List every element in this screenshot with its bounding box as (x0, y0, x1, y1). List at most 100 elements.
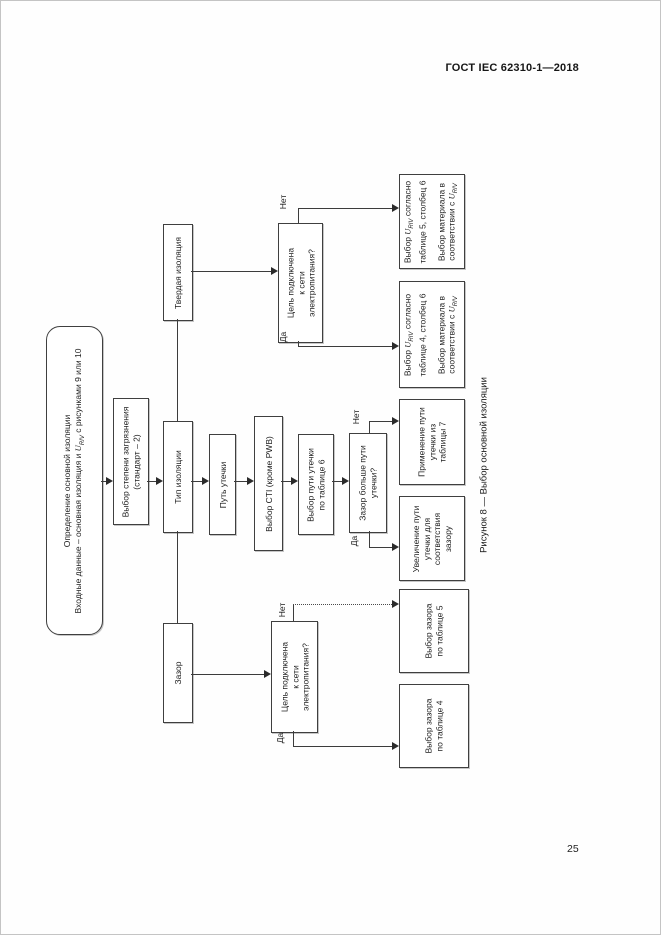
flow-node-apply-creepage-table7-text: Применение пути утечки из таблицы 7 (416, 401, 448, 483)
flow-node-cti-selection-text: Выбор CTI (кроме PWB) (263, 419, 274, 549)
text-segment: Выбор (402, 347, 413, 376)
flow-node-creepage-table6-text: Выбор пути утечки по таблице 6 (306, 436, 327, 533)
page-number: 25 (567, 843, 579, 855)
connector-decision-clearance-yes (369, 547, 392, 548)
voltage-symbol-subscript: RIV (453, 182, 460, 193)
voltage-symbol: U (402, 228, 413, 235)
connector-clearance-decision (191, 674, 264, 675)
flow-node-increase-creepage: Увеличение пути утечки для соответствия … (399, 496, 465, 581)
connector-decision-clearance-no-stub (369, 421, 370, 433)
text-line: таблице 4, столбец 6 (417, 292, 428, 377)
branch-label-yes: Да (278, 331, 288, 343)
text-line: Выбор URIV согласно (402, 283, 417, 386)
text-segment: соответствии с (446, 311, 457, 374)
voltage-symbol-subscript: RIV (409, 218, 415, 229)
arrowhead (247, 477, 254, 485)
text-segment: с рисунками 9 или 10 (72, 348, 83, 435)
flow-node-insulation-type: Тип изоляции (163, 421, 193, 533)
arrowhead (392, 742, 399, 750)
text-line: Выбор зазора (423, 698, 434, 754)
text-line: зазору (442, 525, 453, 552)
flow-decision-clearance-greater-text: Зазор больше пути утечки? (358, 435, 379, 531)
text-line: электропитания? (305, 249, 316, 317)
flow-node-start-text: Определение основной изоляции Входные да… (62, 331, 88, 631)
connector-trunk-solid (177, 319, 178, 421)
arrowhead (392, 543, 399, 551)
flow-node-clearance-table5-text: Выбор зазора по таблице 5 (424, 591, 445, 671)
connector-pollution-type (147, 481, 156, 482)
text-line: Цель подключена (278, 641, 289, 713)
text-line: по таблице 4 (434, 700, 444, 752)
flow-node-select-u-table4-text: Выбор URIV согласно таблице 4, столбец 6… (402, 283, 461, 386)
connector-decision-clearance-yes-stub (369, 531, 370, 547)
voltage-symbol: U (446, 305, 457, 312)
arrowhead (271, 267, 278, 275)
flow-decision-mains-clearance-text: Цель подключена к сети электропитания? (279, 623, 311, 731)
flow-decision-mains-clearance: Цель подключена к сети электропитания? (271, 621, 318, 733)
connector-mains-clearance-yes (293, 746, 392, 747)
voltage-symbol: U (72, 444, 83, 451)
text-line: соответствии с URIV (447, 283, 462, 386)
branch-label-yes: Да (349, 535, 359, 547)
arrowhead (392, 204, 399, 212)
connector-mains-clearance-yes-stub (293, 731, 294, 746)
text-line: таблице 5, столбец 6 (417, 179, 428, 264)
flow-node-apply-creepage-table7: Применение пути утечки из таблицы 7 (399, 399, 465, 485)
voltage-symbol-subscript: RIV (409, 331, 415, 342)
connector-mains-clearance-no-stub (293, 604, 294, 621)
text-line: таблицы 7 (437, 421, 448, 463)
branch-label-no: Нет (277, 602, 287, 618)
voltage-symbol: U (446, 192, 457, 199)
text-segment: согласно (402, 293, 413, 332)
voltage-symbol-subscript: RIV (453, 295, 460, 306)
connector-decision-clearance-no (369, 421, 392, 422)
text-line: Применение пути (416, 407, 427, 477)
arrowhead (156, 477, 163, 485)
flow-node-start: Определение основной изоляции Входные да… (46, 326, 103, 635)
flow-node-creepage-table6: Выбор пути утечки по таблице 6 (298, 434, 334, 535)
flow-node-solid-insulation: Твердая изоляция (163, 224, 193, 321)
flow-decision-mains-solid-text: Цель подключена к сети электропитания? (285, 225, 317, 341)
connector-creepage-cti (234, 481, 247, 482)
connector-start-pollution (101, 481, 106, 482)
flow-decision-mains-solid: Цель подключена к сети электропитания? (278, 223, 323, 343)
arrowhead (392, 600, 399, 608)
connector-cti-table6 (281, 481, 291, 482)
flow-node-cti-selection: Выбор CTI (кроме PWB) (254, 416, 283, 551)
text-line: (стандарт – 2) (131, 433, 141, 490)
document-header-title: ГОСТ IEC 62310-1—2018 (445, 62, 579, 74)
flow-node-clearance-table4: Выбор зазора по таблице 4 (399, 684, 469, 768)
text-segment: Входные данные – основная изоляция и (72, 450, 83, 613)
text-segment: соответствии с (446, 198, 457, 261)
branch-label-yes: Да (275, 732, 285, 744)
connector-type-creepage (191, 481, 202, 482)
flow-node-pollution-degree: Выбор степени загрязнения (стандарт – 2) (113, 398, 149, 525)
text-line: по таблице 5 (434, 605, 444, 657)
text-segment: согласно (402, 180, 413, 219)
text-line: соответствии с URIV (447, 176, 462, 267)
text-line: к сети (295, 271, 306, 295)
text-line: по таблице 6 (316, 459, 326, 510)
arrowhead (106, 477, 113, 485)
flow-node-select-u-table5: Выбор URIV согласно таблице 5, столбец 6… (399, 174, 465, 269)
text-line: к сети (289, 665, 300, 689)
flow-node-clearance: Зазор (163, 623, 193, 723)
arrowhead (264, 670, 271, 678)
arrowhead (342, 477, 349, 485)
connector-mains-clearance-no-dotted (293, 604, 392, 605)
text-line: Увеличение пути (411, 505, 421, 572)
text-line: Выбор URIV согласно (402, 176, 417, 267)
text-line: Зазор (172, 661, 183, 685)
text-line: Зазор больше пути (357, 445, 368, 521)
text-line: утечки для (421, 517, 432, 560)
connector-solid-decision (191, 271, 271, 272)
text-line: Тип изоляции (172, 450, 183, 504)
text-line: утечки? (368, 467, 378, 499)
flow-node-select-u-table5-text: Выбор URIV согласно таблице 5, столбец 6… (402, 176, 461, 267)
text-line: Выбор пути утечки (305, 447, 316, 522)
text-segment: Выбор (402, 234, 413, 263)
branch-label-no: Нет (278, 194, 288, 210)
flow-node-solid-insulation-text: Твердая изоляция (173, 226, 184, 319)
connector-mains-solid-yes-stub (298, 341, 299, 346)
